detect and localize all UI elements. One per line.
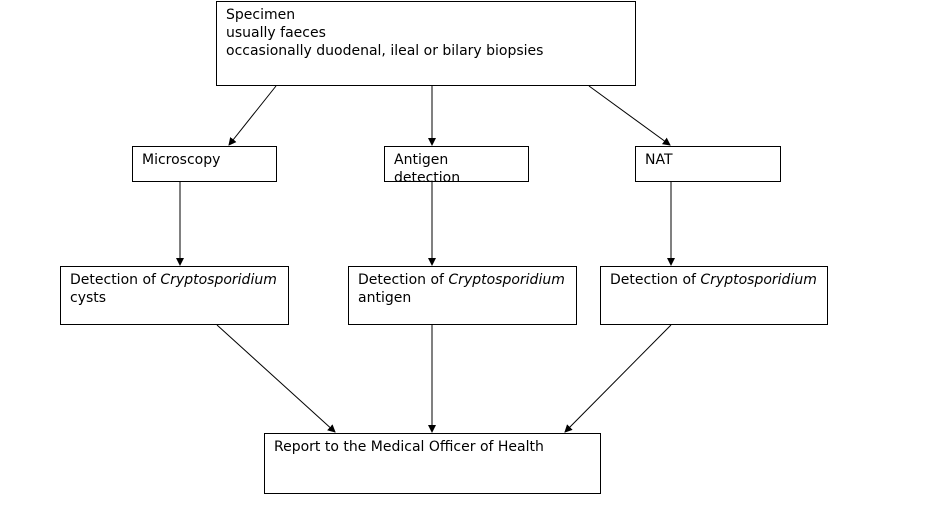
nat-result-line1: Detection of Cryptosporidium <box>610 271 827 289</box>
organism-name: Cryptosporidium <box>448 272 565 288</box>
detection-prefix: Detection of <box>358 272 449 288</box>
detection-prefix: Detection of <box>70 272 161 288</box>
antigen-label-line1: Antigen <box>394 152 449 168</box>
report-label: Report to the Medical Officer of Health <box>274 439 544 455</box>
antigen-result-box: Detection of Cryptosporidium antigen <box>348 266 577 325</box>
nat-result-box: Detection of Cryptosporidium <box>600 266 828 325</box>
specimen-title: Specimen <box>226 7 296 23</box>
organism-name: Cryptosporidium <box>700 272 817 288</box>
microscopy-label: Microscopy <box>142 152 221 168</box>
microscopy-box: Microscopy <box>132 146 277 182</box>
specimen-usual: usually faeces <box>226 25 326 41</box>
cysts-detection-box: Detection of Cryptosporidium cysts <box>60 266 289 325</box>
arrow-nat-detection-to-report <box>564 324 672 433</box>
organism-name: Cryptosporidium <box>160 272 277 288</box>
antigen-detection-box: Antigen detection <box>384 146 529 182</box>
detection-prefix: Detection of <box>610 272 701 288</box>
antigen-result-line2: antigen <box>358 290 412 306</box>
arrow-specimen-to-nat <box>588 85 671 146</box>
antigen-result-line1: Detection of Cryptosporidium <box>358 271 576 289</box>
arrow-cysts-to-report <box>216 324 336 433</box>
specimen-occasional: occasionally duodenal, ileal or bilary b… <box>226 43 544 59</box>
arrow-specimen-to-microscopy <box>228 85 277 146</box>
cysts-detection-line2: cysts <box>70 290 107 306</box>
report-box: Report to the Medical Officer of Health <box>264 433 601 494</box>
cysts-detection-line1: Detection of Cryptosporidium <box>70 271 288 289</box>
antigen-label-line2: detection <box>394 170 461 182</box>
specimen-box: Specimen usually faeces occasionally duo… <box>216 1 636 86</box>
nat-label: NAT <box>645 152 673 168</box>
nat-box: NAT <box>635 146 781 182</box>
